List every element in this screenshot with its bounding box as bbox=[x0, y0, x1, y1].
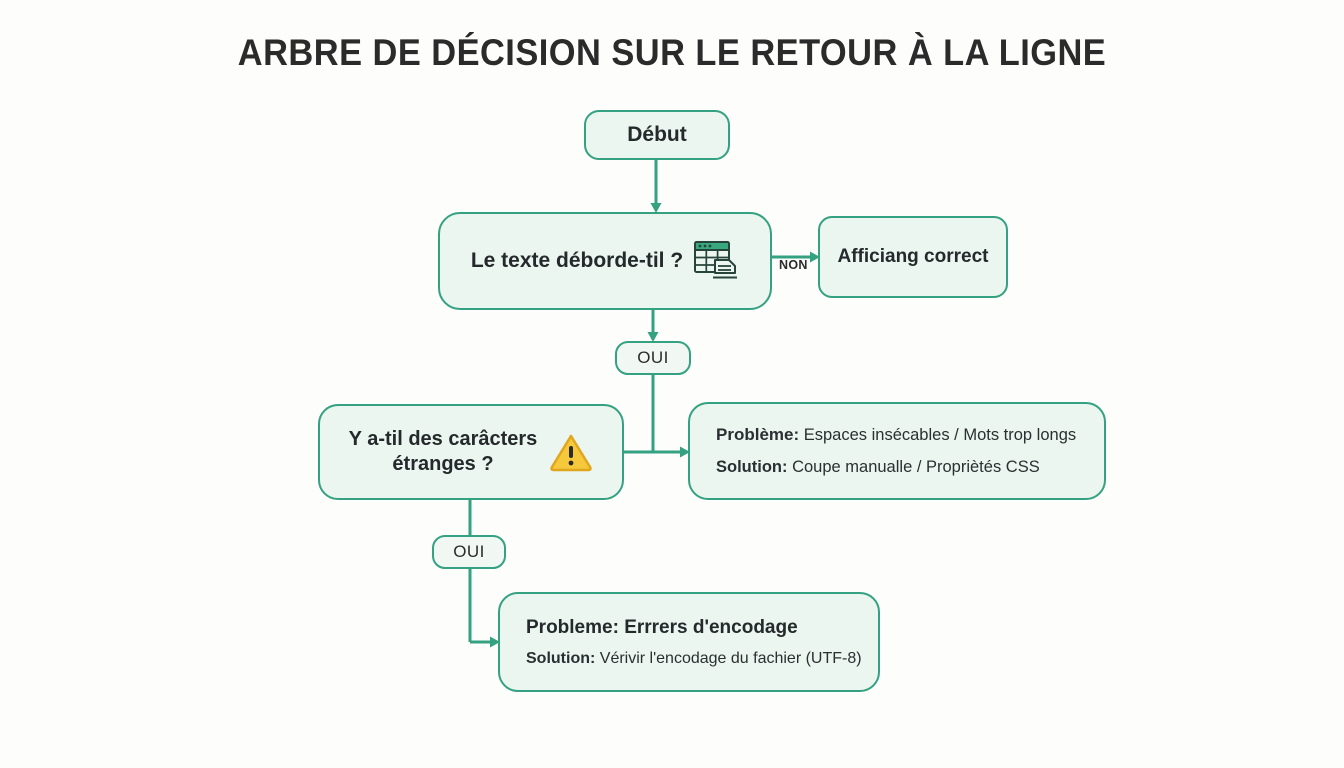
outcome-spaces-problem-value: Espaces insécables / Mots trop longs bbox=[803, 426, 1077, 444]
node-display-ok[interactable]: Afficiang correct bbox=[818, 216, 1008, 298]
edge-oui1-branch bbox=[624, 375, 690, 458]
outcome-spaces-problem-key: Problème: bbox=[716, 425, 800, 444]
node-start[interactable]: Début bbox=[584, 110, 730, 160]
outcome-spaces-problem: Problème: Espaces insécables / Mots trop… bbox=[716, 425, 1078, 445]
outcome-encoding-problem: Probleme: Errrers d'encodage bbox=[526, 616, 798, 638]
node-decision-chars-line-2: étranges ? bbox=[392, 453, 494, 475]
outcome-spaces-solution-value: Coupe manualle / Propriètés CSS bbox=[792, 458, 1040, 476]
node-outcome-encoding[interactable]: Probleme: Errrers d'encodage Solution: V… bbox=[498, 592, 880, 692]
outcome-spaces-solution-key: Solution: bbox=[716, 458, 788, 476]
edge-oui2-to-encoding bbox=[468, 569, 500, 648]
node-decision-chars[interactable]: Y a-til des carâcters étranges ? bbox=[318, 404, 624, 500]
spreadsheet-icon bbox=[693, 239, 739, 283]
outcome-encoding-solution: Solution: Vérivir l'encodage du fachier … bbox=[526, 649, 862, 668]
outcome-encoding-solution-value: Vérivir l'encodage du fachier (UTF-8) bbox=[599, 649, 862, 667]
node-display-ok-label: Afficiang correct bbox=[837, 246, 989, 268]
outcome-spaces-solution: Solution: Coupe manualle / Propriètés CS… bbox=[716, 458, 1078, 477]
node-outcome-spaces[interactable]: Problème: Espaces insécables / Mots trop… bbox=[688, 402, 1106, 500]
node-decision-chars-label: Y a-til des carâcters étranges ? bbox=[349, 427, 538, 477]
edge-label-non: NON bbox=[779, 258, 808, 272]
outcome-encoding-solution-key: Solution: bbox=[526, 649, 596, 667]
edge-start-to-overflow bbox=[650, 160, 662, 213]
node-decision-chars-line-1: Y a-til des carâcters bbox=[348, 428, 538, 450]
node-decision-overflow-label: Le texte déborde-til ? bbox=[470, 248, 684, 272]
page-title: ARBRE DE DÉCISION SUR LE RETOUR À LA LIG… bbox=[237, 32, 1107, 73]
edge-label-oui-1: OUI bbox=[615, 341, 691, 375]
node-decision-overflow[interactable]: Le texte déborde-til ? bbox=[438, 212, 772, 310]
node-start-label: Début bbox=[627, 122, 687, 146]
edge-label-oui-2: OUI bbox=[432, 535, 506, 569]
warning-triangle-icon bbox=[549, 432, 593, 472]
edge-overflow-to-oui1 bbox=[647, 310, 659, 342]
